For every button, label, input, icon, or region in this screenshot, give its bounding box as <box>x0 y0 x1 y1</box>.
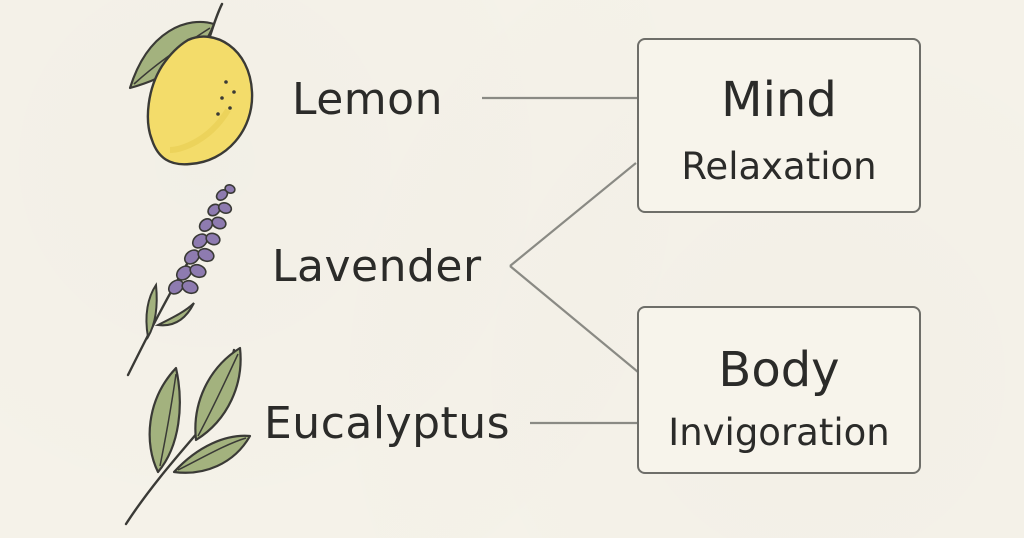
eucalyptus-icon <box>124 346 252 526</box>
link-lavender-mind <box>509 162 637 267</box>
lavender-icon <box>126 184 236 377</box>
target-title-mind: Mind <box>721 72 837 128</box>
lemon-icon <box>128 2 254 166</box>
source-label-lemon: Lemon <box>292 74 443 125</box>
target-subtitle-body: Invigoration <box>668 411 890 454</box>
link-lavender-body <box>509 265 639 373</box>
target-box-mind: Mind Relaxation <box>637 38 921 213</box>
target-box-body: Body Invigoration <box>637 306 921 474</box>
target-title-body: Body <box>718 342 840 398</box>
source-label-eucalyptus: Eucalyptus <box>264 398 511 449</box>
target-subtitle-mind: Relaxation <box>681 145 877 188</box>
source-label-lavender: Lavender <box>272 241 482 292</box>
